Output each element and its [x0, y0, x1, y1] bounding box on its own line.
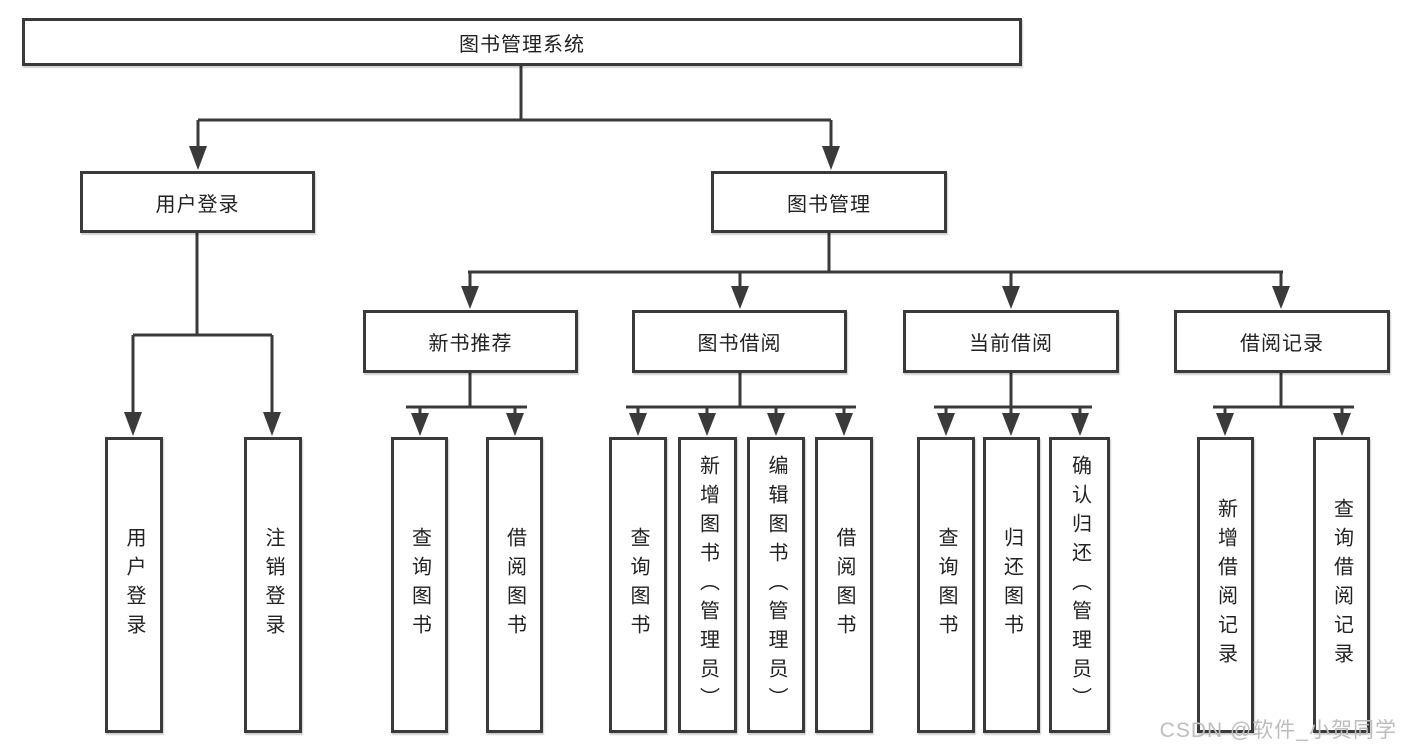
node-label: 借阅图书: [503, 527, 526, 643]
node-label: 借阅图书: [833, 527, 855, 643]
node-borrow-records: 借阅记录: [1174, 310, 1390, 373]
node-user-login: 用户登录: [80, 171, 315, 233]
node-label: 新增图书（管理员）: [696, 454, 719, 716]
leaf-return-books: 归还图书: [983, 437, 1040, 733]
node-label: 借阅记录: [1240, 333, 1324, 355]
leaf-borrow-books-1: 借阅图书: [486, 437, 543, 733]
node-label: 图书借阅: [697, 333, 782, 355]
node-label: 确认归还（管理员）: [1068, 454, 1091, 716]
leaf-logout: 注销登录: [244, 437, 302, 733]
node-label: 归还图书: [1000, 527, 1023, 643]
node-label: 新增借阅记录: [1214, 498, 1237, 672]
node-current-borrowing: 当前借阅: [903, 310, 1119, 373]
leaf-query-borrow-record: 查询借阅记录: [1313, 437, 1370, 733]
node-book-management: 图书管理: [711, 171, 947, 233]
node-label: 查询图书: [627, 527, 649, 643]
leaf-edit-book-admin: 编辑图书（管理员）: [747, 437, 805, 733]
node-label: 编辑图书（管理员）: [765, 454, 787, 716]
node-label: 用户登录: [123, 527, 145, 643]
leaf-add-book-admin: 新增图书（管理员）: [678, 437, 737, 733]
node-label: 查询图书: [935, 527, 957, 643]
leaf-borrow-books-2: 借阅图书: [815, 437, 873, 733]
csdn-watermark: CSDN @软件_小贺同学: [1159, 719, 1397, 742]
leaf-query-books-2: 查询图书: [609, 437, 667, 733]
leaf-query-books-3: 查询图书: [917, 437, 975, 733]
node-library-management-system: 图书管理系统: [22, 18, 1022, 66]
node-label: 图书管理: [787, 193, 871, 216]
node-label: 当前借阅: [969, 333, 1053, 355]
node-label: 用户登录: [155, 193, 240, 216]
leaf-user-login: 用户登录: [105, 437, 163, 733]
node-new-book-recommend: 新书推荐: [363, 310, 578, 373]
leaf-add-borrow-record: 新增借阅记录: [1197, 437, 1254, 733]
node-label: 查询图书: [408, 527, 431, 643]
node-label: 注销登录: [262, 527, 284, 643]
node-label: 图书管理系统: [459, 33, 585, 56]
node-label: 查询借阅记录: [1330, 498, 1353, 672]
leaf-query-books-1: 查询图书: [391, 437, 448, 733]
node-label: 新书推荐: [428, 333, 513, 355]
node-book-borrowing: 图书借阅: [632, 310, 847, 373]
leaf-confirm-return-admin: 确认归还（管理员）: [1049, 437, 1110, 733]
